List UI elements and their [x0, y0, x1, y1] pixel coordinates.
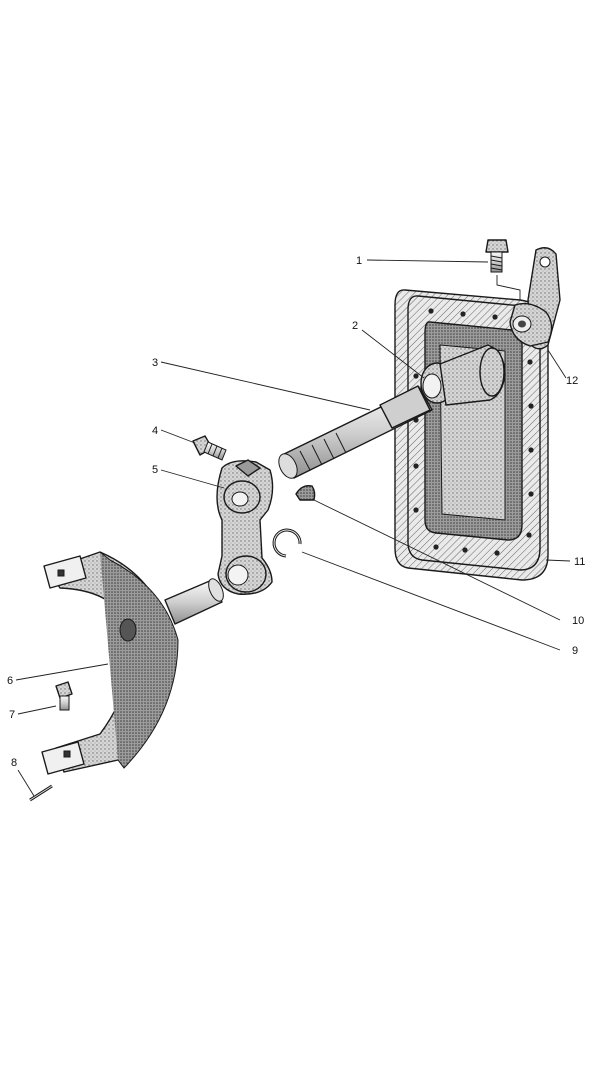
callout-4: 4	[152, 425, 158, 437]
callout-labels: 1 2 3 4 5 6 7 8 9 10 11 12	[7, 255, 585, 769]
callout-3: 3	[152, 357, 158, 369]
circlip-ring	[272, 528, 302, 558]
callout-12: 12	[566, 375, 578, 387]
callout-10: 10	[572, 615, 584, 627]
callout-1: 1	[356, 255, 362, 267]
set-screw	[55, 681, 73, 711]
callout-5: 5	[152, 464, 158, 476]
flange-bolt-holes	[413, 308, 534, 556]
split-pin	[29, 784, 53, 802]
shift-shaft	[278, 385, 433, 479]
callout-7: 7	[9, 709, 15, 721]
callout-2: 2	[352, 320, 358, 332]
callout-11: 11	[574, 556, 585, 568]
shift-fork	[41, 551, 224, 775]
shift-lever-arm	[509, 247, 561, 350]
shift-arm	[216, 459, 274, 595]
bolt-part-1	[485, 239, 521, 300]
callout-9: 9	[572, 645, 578, 657]
callout-6: 6	[7, 675, 13, 687]
leader-lines	[15, 259, 571, 797]
callout-8: 8	[11, 757, 17, 769]
woodruff-key	[295, 484, 316, 501]
bolt-part-4	[192, 435, 227, 461]
shaft-collar	[420, 344, 506, 406]
